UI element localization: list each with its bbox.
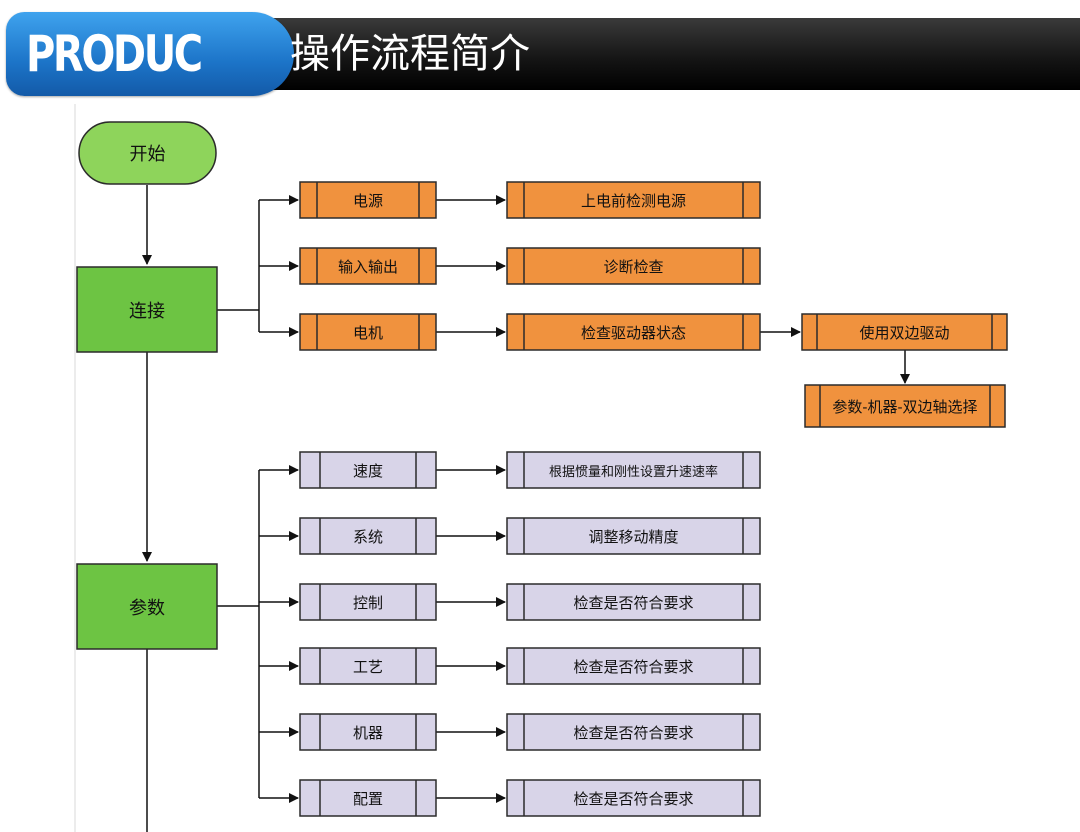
connector-lines bbox=[74, 104, 910, 832]
connection-extra-1-label: 参数-机器-双边轴选择 bbox=[832, 397, 978, 416]
parameter-item-3-label: 工艺 bbox=[352, 657, 383, 676]
parameter-detail-5 bbox=[506, 779, 761, 817]
parameter-detail-1 bbox=[506, 517, 761, 555]
connection-detail-2-label: 检查驱动器状态 bbox=[580, 323, 686, 342]
parameter-item-2-label: 控制 bbox=[352, 593, 383, 612]
parameter-item-0-label: 速度 bbox=[352, 461, 383, 480]
parameter-item-5 bbox=[299, 779, 437, 817]
step-node-0-label: 连接 bbox=[129, 300, 165, 322]
parameter-detail-1-label: 调整移动精度 bbox=[588, 527, 679, 546]
parameter-detail-4 bbox=[506, 713, 761, 751]
parameter-item-1-label: 系统 bbox=[352, 527, 383, 546]
parameter-detail-0-label: 根据惯量和刚性设置升速速率 bbox=[548, 464, 718, 480]
connection-item-1 bbox=[299, 247, 437, 285]
parameter-item-0 bbox=[299, 451, 437, 489]
start-node bbox=[78, 121, 217, 185]
step-node-0 bbox=[76, 266, 218, 353]
connection-detail-0-label: 上电前检测电源 bbox=[580, 191, 686, 210]
parameter-item-2 bbox=[299, 583, 437, 621]
parameter-detail-4-label: 检查是否符合要求 bbox=[573, 723, 694, 742]
connection-detail-1 bbox=[506, 247, 761, 285]
parameter-detail-3 bbox=[506, 647, 761, 685]
parameter-item-4 bbox=[299, 713, 437, 751]
brand-badge: PRODUC bbox=[6, 12, 294, 96]
connection-item-0 bbox=[299, 181, 437, 219]
connection-item-2 bbox=[299, 313, 437, 351]
parameter-item-5-label: 配置 bbox=[352, 789, 383, 808]
step-node-1-label: 参数 bbox=[129, 597, 165, 619]
brand-text: PRODUC bbox=[26, 25, 203, 83]
header: PRODUC 操作流程简介 bbox=[0, 0, 1080, 104]
connection-item-0-label: 电源 bbox=[352, 191, 383, 210]
connection-detail-0 bbox=[506, 181, 761, 219]
node-shapes bbox=[76, 121, 1008, 817]
parameter-detail-3-label: 检查是否符合要求 bbox=[573, 657, 694, 676]
page-title: 操作流程简介 bbox=[290, 31, 530, 77]
connection-extra-0 bbox=[801, 313, 1008, 351]
connection-extra-0-label: 使用双边驱动 bbox=[859, 323, 950, 342]
connection-detail-1-label: 诊断检查 bbox=[603, 257, 664, 276]
parameter-detail-2 bbox=[506, 583, 761, 621]
parameter-item-4-label: 机器 bbox=[352, 723, 383, 742]
start-node-label: 开始 bbox=[129, 144, 166, 165]
parameter-detail-2-label: 检查是否符合要求 bbox=[573, 593, 694, 612]
connection-item-1-label: 输入输出 bbox=[337, 257, 398, 276]
flowchart: 开始连接参数 电源 上电前检测电源输入输出 诊断检查电机 检查驱动器状态 使用双边驱动参数… bbox=[0, 104, 1080, 832]
step-node-1 bbox=[76, 563, 218, 650]
connection-item-2-label: 电机 bbox=[352, 323, 383, 342]
parameter-detail-0 bbox=[506, 451, 761, 489]
header-bar bbox=[232, 18, 1080, 90]
parameter-item-1 bbox=[299, 517, 437, 555]
connection-extra-1 bbox=[804, 384, 1006, 428]
parameter-detail-5-label: 检查是否符合要求 bbox=[573, 789, 694, 808]
parameter-item-3 bbox=[299, 647, 437, 685]
connection-detail-2 bbox=[506, 313, 761, 351]
